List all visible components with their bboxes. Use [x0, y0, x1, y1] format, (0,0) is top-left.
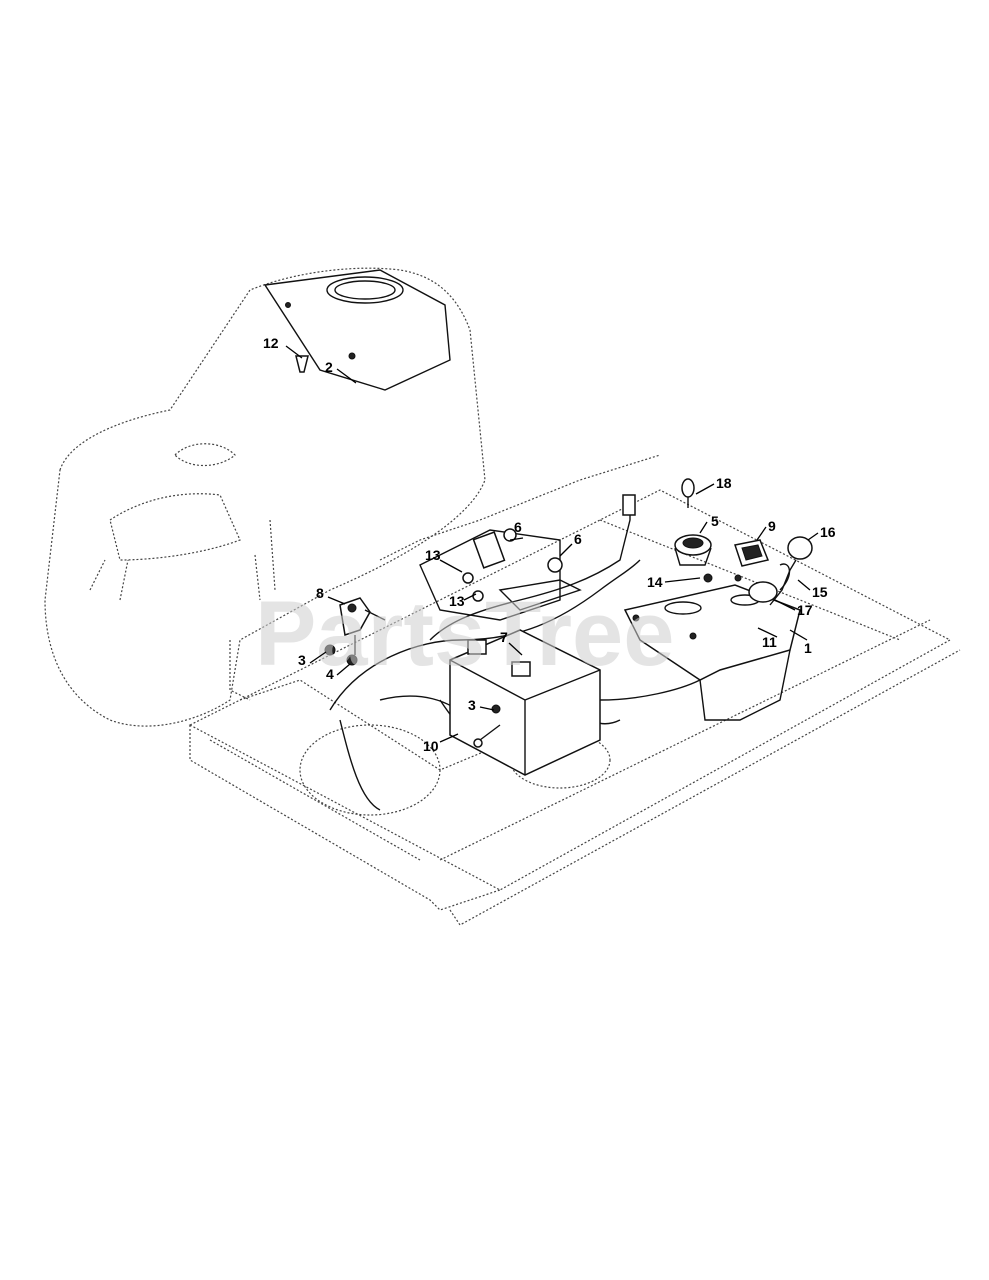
- callout-18: 18: [716, 475, 732, 491]
- callout-13b: 13: [449, 593, 465, 609]
- part-5-ignition: [674, 534, 712, 566]
- small-fasteners: [703, 573, 778, 603]
- harness-connector: [622, 494, 636, 516]
- frame-outline: [188, 454, 961, 926]
- callout-15: 15: [812, 584, 828, 600]
- part-10-battery: [449, 629, 601, 776]
- callout-13a: 13: [425, 547, 441, 563]
- leader-lines: [285, 345, 819, 743]
- part-18-key: [681, 478, 695, 508]
- part-8-solenoid: [324, 597, 386, 666]
- callout-2: 2: [325, 359, 333, 375]
- callout-16: 16: [820, 524, 836, 540]
- callout-9: 9: [768, 518, 776, 534]
- callout-5: 5: [711, 513, 719, 529]
- callout-1: 1: [804, 640, 812, 656]
- callout-6a: 6: [514, 519, 522, 535]
- callout-4: 4: [326, 666, 334, 682]
- callout-3a: 3: [298, 652, 306, 668]
- callout-11: 11: [762, 634, 777, 650]
- callout-8: 8: [316, 585, 324, 601]
- callout-3b: 3: [468, 697, 476, 713]
- part-9-switch: [734, 539, 770, 567]
- part-12-clip: [295, 355, 309, 373]
- part-2-panel: [263, 269, 451, 391]
- fender-outline: [44, 267, 486, 727]
- callout-17: 17: [797, 602, 813, 618]
- callout-7: 7: [500, 629, 508, 645]
- callout-14: 14: [647, 574, 663, 590]
- callout-10: 10: [423, 738, 439, 754]
- part-16-knob: [769, 536, 813, 606]
- callout-6b: 6: [574, 531, 582, 547]
- center-components: [419, 528, 582, 621]
- callout-labels: 12 2 18 5 9 16 6 6 13 13 14 15 8 17 7 11…: [263, 335, 836, 754]
- callout-12: 12: [263, 335, 279, 351]
